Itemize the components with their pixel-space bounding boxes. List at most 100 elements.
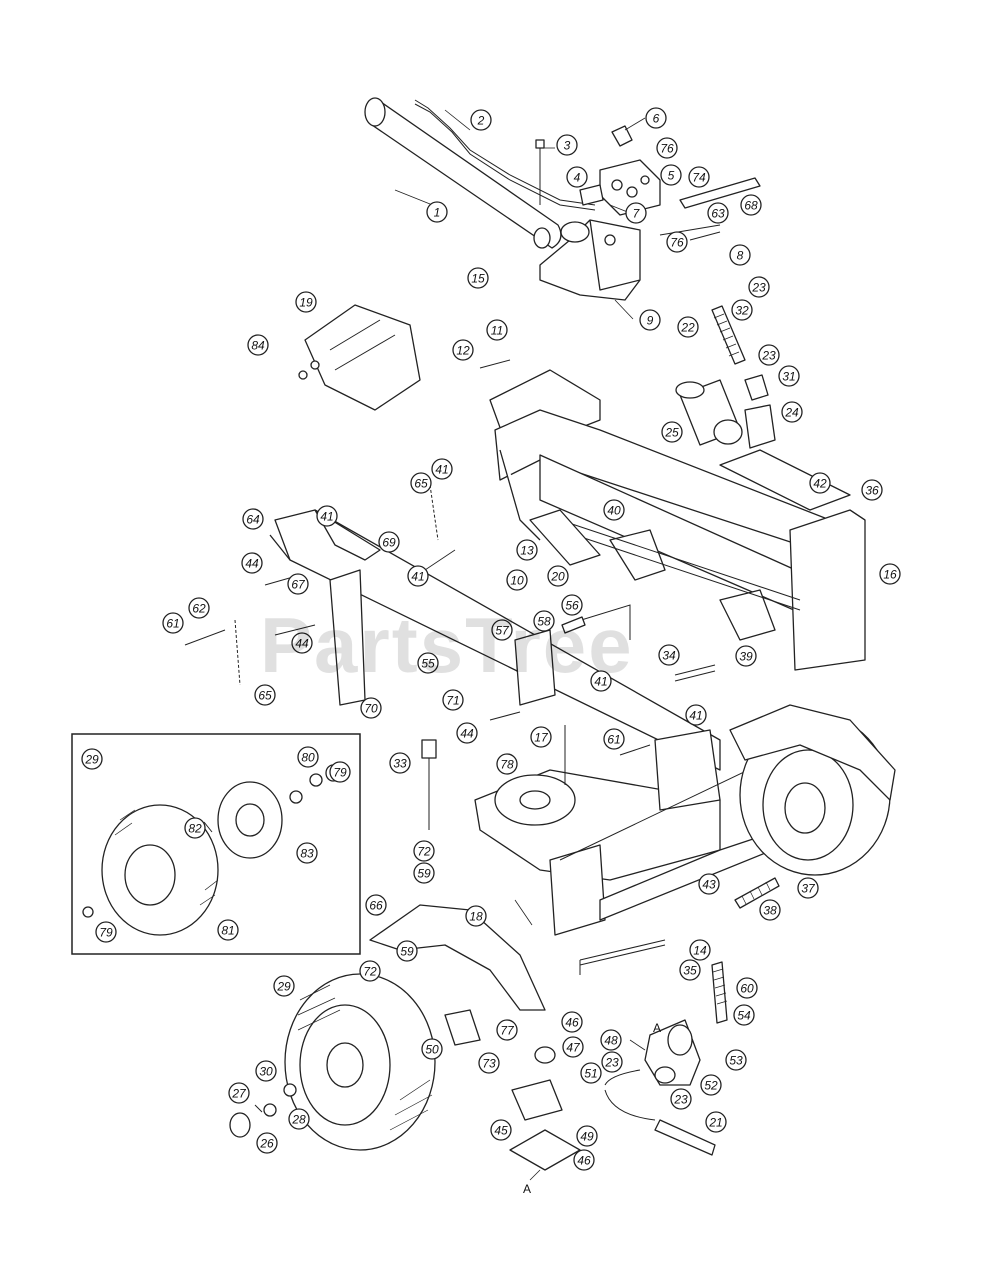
- callout-label: 74: [692, 171, 706, 185]
- callout-label: 50: [425, 1043, 439, 1057]
- callout-82: 82: [184, 817, 206, 839]
- callout-label: 53: [729, 1054, 743, 1068]
- callout-label: 7: [633, 207, 641, 221]
- callout-76: 76: [666, 231, 688, 253]
- callout-25: 25: [661, 421, 683, 443]
- callout-1: 1: [426, 201, 448, 223]
- callout-label: 46: [565, 1016, 579, 1030]
- callout-19: 19: [295, 291, 317, 313]
- cylinder-mount: [539, 219, 641, 301]
- callout-label: 9: [647, 314, 654, 328]
- callout-label: 59: [400, 945, 414, 959]
- callout-62: 62: [188, 597, 210, 619]
- callout-label: 10: [510, 574, 524, 588]
- callout-73: 73: [478, 1052, 500, 1074]
- callout-41: 41: [407, 565, 429, 587]
- callout-23: 23: [670, 1088, 692, 1110]
- callout-66: 66: [365, 894, 387, 916]
- callout-label: 30: [259, 1065, 273, 1079]
- callout-32: 32: [731, 299, 753, 321]
- callout-label: 35: [683, 964, 697, 978]
- callout-label: 37: [801, 882, 816, 896]
- section-marker-bottom: A: [523, 1182, 531, 1196]
- callout-59: 59: [396, 940, 418, 962]
- callout-label: 58: [537, 615, 551, 629]
- callout-label: 63: [711, 207, 725, 221]
- callout-label: 68: [744, 199, 758, 213]
- callout-label: 36: [865, 484, 879, 498]
- wheel-inset: [71, 733, 361, 955]
- callout-38: 38: [759, 899, 781, 921]
- callout-27: 27: [228, 1082, 250, 1104]
- callout-label: 22: [680, 321, 695, 335]
- callout-label: 76: [660, 142, 674, 156]
- callout-29: 29: [81, 748, 103, 770]
- callout-48: 48: [600, 1029, 622, 1051]
- callout-83: 83: [296, 842, 318, 864]
- callout-39: 39: [735, 645, 757, 667]
- callout-label: 54: [737, 1009, 751, 1023]
- callout-58: 58: [533, 610, 555, 632]
- callout-label: 8: [737, 249, 744, 263]
- callout-label: 62: [192, 602, 206, 616]
- callout-label: 28: [291, 1113, 306, 1127]
- callout-56: 56: [561, 594, 583, 616]
- callout-label: 45: [494, 1124, 508, 1138]
- callout-29: 29: [273, 975, 295, 997]
- callout-71: 71: [442, 689, 464, 711]
- callout-70: 70: [360, 697, 382, 719]
- callout-label: 44: [460, 727, 474, 741]
- callout-84: 84: [247, 334, 269, 356]
- main-beam: [489, 369, 866, 671]
- callout-label: 29: [276, 980, 291, 994]
- callout-label: 13: [520, 544, 534, 558]
- callout-45: 45: [490, 1119, 512, 1141]
- axle-frame: [474, 729, 791, 936]
- callout-label: 21: [708, 1116, 722, 1130]
- callout-5: 5: [660, 164, 682, 186]
- callout-label: 23: [604, 1056, 619, 1070]
- callout-label: 1: [434, 206, 441, 220]
- watermark: PartsTree: [260, 601, 634, 689]
- callout-65: 65: [410, 472, 432, 494]
- callout-41: 41: [431, 458, 453, 480]
- callout-54: 54: [733, 1004, 755, 1026]
- control-valve: [579, 125, 661, 216]
- callout-79: 79: [329, 761, 351, 783]
- callout-label: 76: [670, 236, 684, 250]
- callout-label: 27: [231, 1087, 247, 1101]
- callout-label: 33: [393, 757, 407, 771]
- callout-label: 12: [456, 344, 470, 358]
- callout-label: 17: [534, 731, 549, 745]
- callout-label: 23: [751, 281, 766, 295]
- callout-label: 79: [99, 926, 113, 940]
- callout-68: 68: [740, 194, 762, 216]
- callout-6: 6: [645, 107, 667, 129]
- callout-label: 44: [295, 637, 309, 651]
- hydraulic-cylinder: [364, 97, 562, 249]
- callout-52: 52: [700, 1074, 722, 1096]
- callout-11: 11: [486, 319, 508, 341]
- callout-label: 48: [604, 1034, 618, 1048]
- callout-26: 26: [256, 1132, 278, 1154]
- callout-label: 41: [594, 675, 607, 689]
- callout-3: 3: [556, 134, 578, 156]
- callout-label: 55: [421, 657, 435, 671]
- callout-17: 17: [530, 726, 552, 748]
- callout-40: 40: [603, 499, 625, 521]
- callout-label: 4: [574, 171, 581, 185]
- callout-53: 53: [725, 1049, 747, 1071]
- section-marker-top: A: [653, 1021, 661, 1035]
- callout-label: 29: [84, 753, 99, 767]
- callout-label: 41: [411, 570, 424, 584]
- callout-51: 51: [580, 1062, 602, 1084]
- callout-label: 42: [813, 477, 827, 491]
- callout-label: 65: [414, 477, 428, 491]
- callout-label: 40: [607, 504, 621, 518]
- callout-label: 34: [662, 649, 676, 663]
- callout-60: 60: [736, 977, 758, 999]
- callout-label: 23: [761, 349, 776, 363]
- callout-76: 76: [656, 137, 678, 159]
- callout-label: 61: [607, 733, 620, 747]
